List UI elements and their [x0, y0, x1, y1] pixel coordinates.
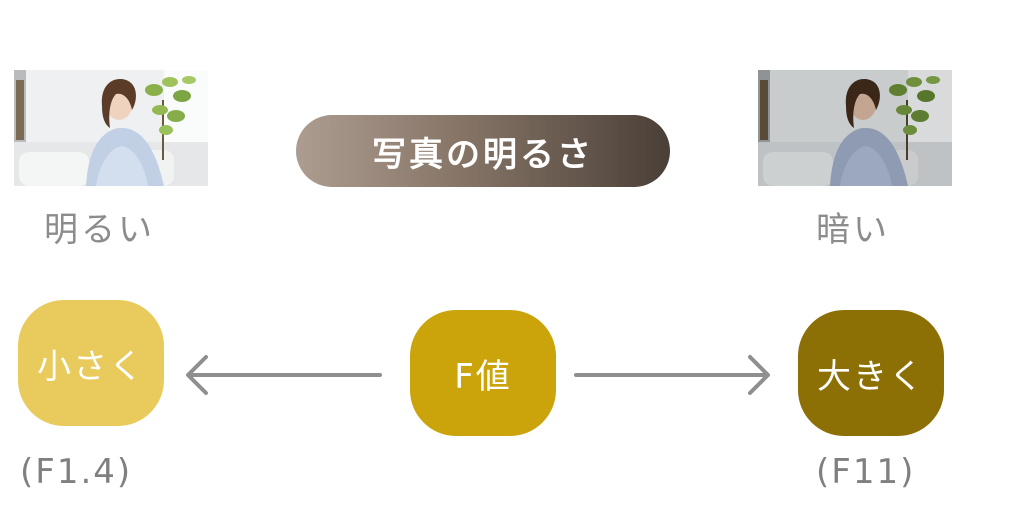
arrow-right-icon	[570, 349, 776, 401]
bright-caption: 明るい	[44, 210, 155, 250]
arrow-left-icon	[180, 349, 386, 401]
photo-brightness-title: 写真の明るさ	[296, 115, 670, 187]
woman-photo-dark	[758, 70, 952, 186]
dark-photo	[758, 70, 952, 186]
f-value-large: (F11)	[816, 452, 916, 492]
dark-caption: 暗い	[816, 210, 890, 250]
f-value-small: (F1.4)	[20, 452, 133, 492]
smaller-node: 小さく	[18, 300, 164, 426]
bright-photo	[14, 70, 208, 186]
woman-photo-bright	[14, 70, 208, 186]
f-value-node: F値	[410, 310, 556, 436]
larger-node: 大きく	[798, 310, 944, 436]
